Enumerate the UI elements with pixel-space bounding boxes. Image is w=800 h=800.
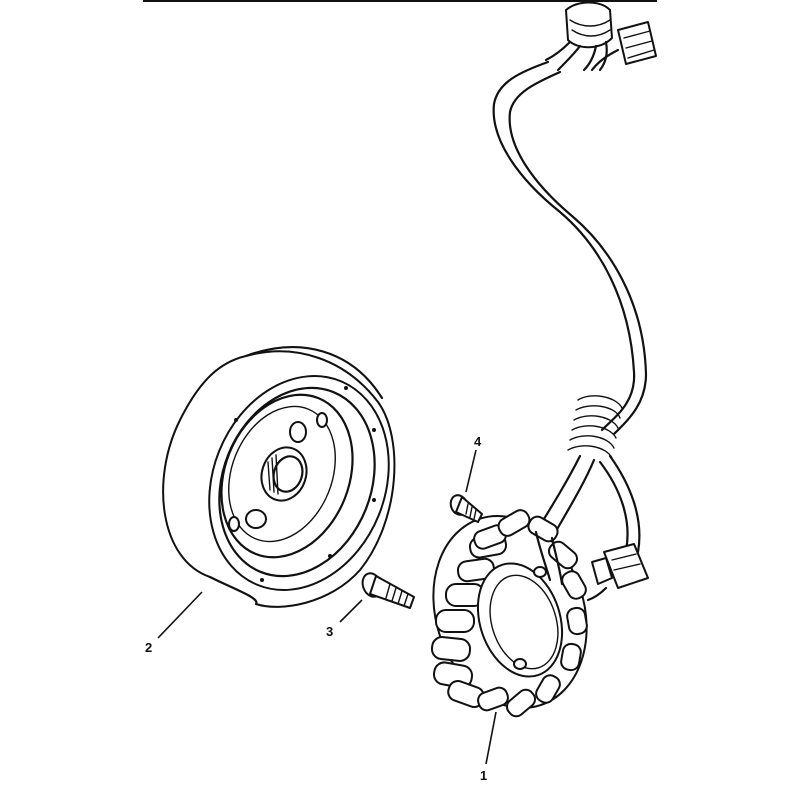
bolt-large bbox=[361, 572, 415, 609]
leader-1 bbox=[485, 711, 497, 765]
callout-2: 2 bbox=[145, 640, 152, 655]
leader-4 bbox=[465, 449, 477, 493]
rotor-flywheel bbox=[162, 346, 396, 608]
wire-harness bbox=[492, 1, 657, 602]
callout-4: 4 bbox=[474, 434, 482, 449]
leader-2 bbox=[157, 591, 203, 639]
connector-small bbox=[586, 543, 649, 602]
connector-top-rect bbox=[590, 21, 657, 72]
leader-3 bbox=[339, 599, 363, 623]
callout-3: 3 bbox=[326, 624, 333, 639]
connector-top-round bbox=[544, 1, 613, 72]
stator-coil bbox=[430, 509, 588, 718]
callout-1: 1 bbox=[480, 768, 487, 783]
bolt-small bbox=[449, 494, 483, 523]
